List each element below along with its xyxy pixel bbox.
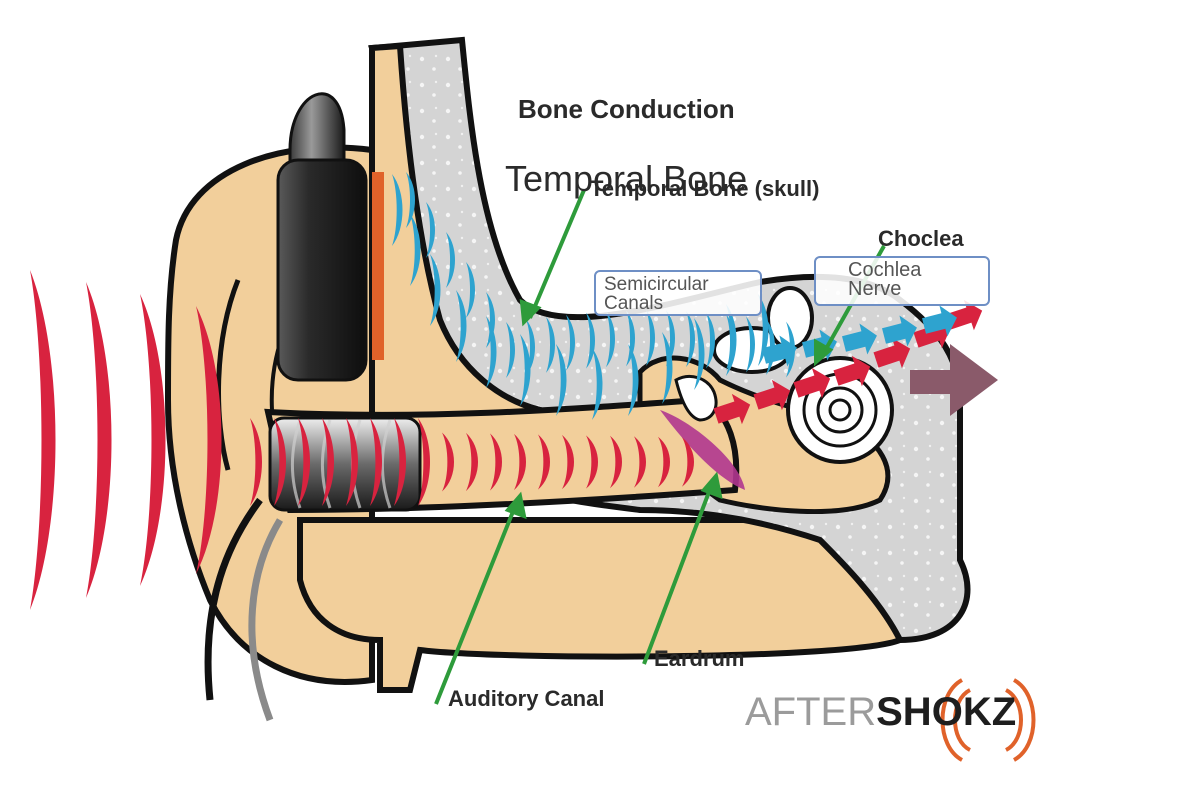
sound-wave-arc bbox=[418, 418, 430, 506]
label-eardrum: Eardrum bbox=[654, 646, 745, 671]
cable-black bbox=[204, 497, 263, 701]
device-pad bbox=[372, 172, 384, 360]
logo-signal-icon bbox=[940, 678, 1036, 762]
vibration-wave-arc bbox=[626, 310, 635, 367]
helix-line bbox=[216, 279, 241, 471]
vibration-wave-arc bbox=[520, 334, 531, 406]
signal-arrow bbox=[793, 367, 831, 399]
vibration-wave-arc bbox=[556, 344, 567, 416]
signal-arrow bbox=[945, 299, 983, 331]
sound-wave-arc bbox=[298, 418, 310, 506]
vibration-wave-arc bbox=[446, 232, 455, 288]
signal-arrow bbox=[753, 379, 791, 411]
sound-wave-arc bbox=[274, 418, 286, 506]
eardrum-shape bbox=[660, 410, 745, 490]
device-tip bbox=[288, 92, 346, 172]
label-auditory-canal: Auditory Canal bbox=[448, 686, 605, 711]
sound-waves-canal bbox=[250, 418, 694, 506]
diagram-title: Bone Conduction bbox=[518, 94, 735, 124]
sound-wave-arc bbox=[346, 418, 358, 506]
sound-wave-arc bbox=[682, 437, 694, 487]
vibration-wave-arc bbox=[706, 312, 715, 369]
vibration-wave-arc bbox=[486, 316, 497, 388]
signal-arrow bbox=[762, 335, 797, 367]
vibration-wave-arc bbox=[606, 311, 615, 368]
sound-wave-arc bbox=[610, 435, 622, 489]
sound-wave-arc bbox=[250, 418, 262, 506]
label-temporal-bone-skull: Temporal Bone (skull) bbox=[590, 176, 820, 201]
vibration-wave-arc bbox=[430, 254, 441, 326]
sound-wave-arc bbox=[140, 294, 166, 586]
sound-wave-arc bbox=[658, 436, 670, 488]
sound-waves-outer bbox=[30, 270, 222, 610]
aftershokz-logo: AFTERSHOKZ bbox=[745, 690, 1016, 735]
vibration-wave-arc bbox=[410, 214, 421, 286]
signal-arrow bbox=[882, 315, 917, 347]
sound-wave-arc bbox=[86, 282, 112, 598]
vibration-wave-arc bbox=[566, 314, 575, 371]
vibration-wave-arc bbox=[506, 322, 515, 378]
vibration-wave-arc bbox=[466, 262, 475, 318]
vibration-wave-arc bbox=[694, 318, 705, 390]
logo-part-o: O bbox=[931, 690, 963, 734]
vibration-wave-arc bbox=[746, 316, 755, 373]
sound-wave-arc bbox=[466, 432, 478, 492]
sound-wave-arc bbox=[514, 433, 526, 491]
sound-wave-arc bbox=[634, 436, 646, 488]
vibration-wave-arc bbox=[406, 172, 415, 228]
signal-arrow bbox=[842, 323, 877, 355]
sound-wave-arc bbox=[442, 432, 454, 492]
vibration-wave-arc bbox=[392, 174, 403, 246]
device-body bbox=[276, 158, 368, 382]
label-choclea: Choclea bbox=[878, 226, 964, 251]
vibration-wave-arc bbox=[628, 344, 639, 416]
signal-arrow bbox=[833, 355, 871, 387]
vibration-wave-arc bbox=[546, 316, 555, 373]
sound-wave-arc bbox=[30, 270, 56, 610]
vibration-wave-arc bbox=[646, 310, 655, 367]
sound-wave-arc bbox=[394, 418, 406, 506]
vibration-wave-arc bbox=[726, 314, 735, 371]
logo-part-kz: KZ bbox=[962, 690, 1017, 734]
vibration-wave-arc bbox=[456, 290, 467, 362]
vibration-wave-arc bbox=[686, 311, 695, 368]
sound-wave-arc bbox=[196, 306, 222, 574]
vibration-wave-arc bbox=[486, 292, 495, 348]
vibration-wave-arc bbox=[592, 348, 603, 420]
signal-arrows-red bbox=[713, 299, 983, 425]
signal-arrow bbox=[922, 305, 957, 337]
vibration-wave-arc bbox=[586, 312, 595, 369]
sound-wave-arc bbox=[490, 433, 502, 491]
sound-wave-arc bbox=[538, 434, 550, 490]
sound-wave-arc bbox=[586, 435, 598, 489]
vibration-wave-arc bbox=[666, 310, 675, 367]
cable-gray bbox=[248, 518, 284, 722]
pointer-arrows bbox=[434, 189, 886, 705]
vibration-wave-arc bbox=[426, 202, 435, 258]
label-semicircular-canals: Semicircular Canals bbox=[594, 270, 762, 316]
logo-part-after: AFTER bbox=[745, 690, 877, 734]
sound-wave-arc bbox=[370, 418, 382, 506]
label-cochlea-nerve: Cochlea Nerve bbox=[814, 256, 990, 306]
sound-wave-arc bbox=[322, 418, 334, 506]
signal-arrow bbox=[873, 337, 911, 369]
vibration-wave-arc bbox=[526, 319, 535, 376]
sound-wave-arc bbox=[562, 434, 574, 490]
nerve-arrow bbox=[910, 344, 998, 416]
logo-part-sh: SH bbox=[876, 690, 932, 734]
signal-arrow bbox=[713, 393, 751, 425]
